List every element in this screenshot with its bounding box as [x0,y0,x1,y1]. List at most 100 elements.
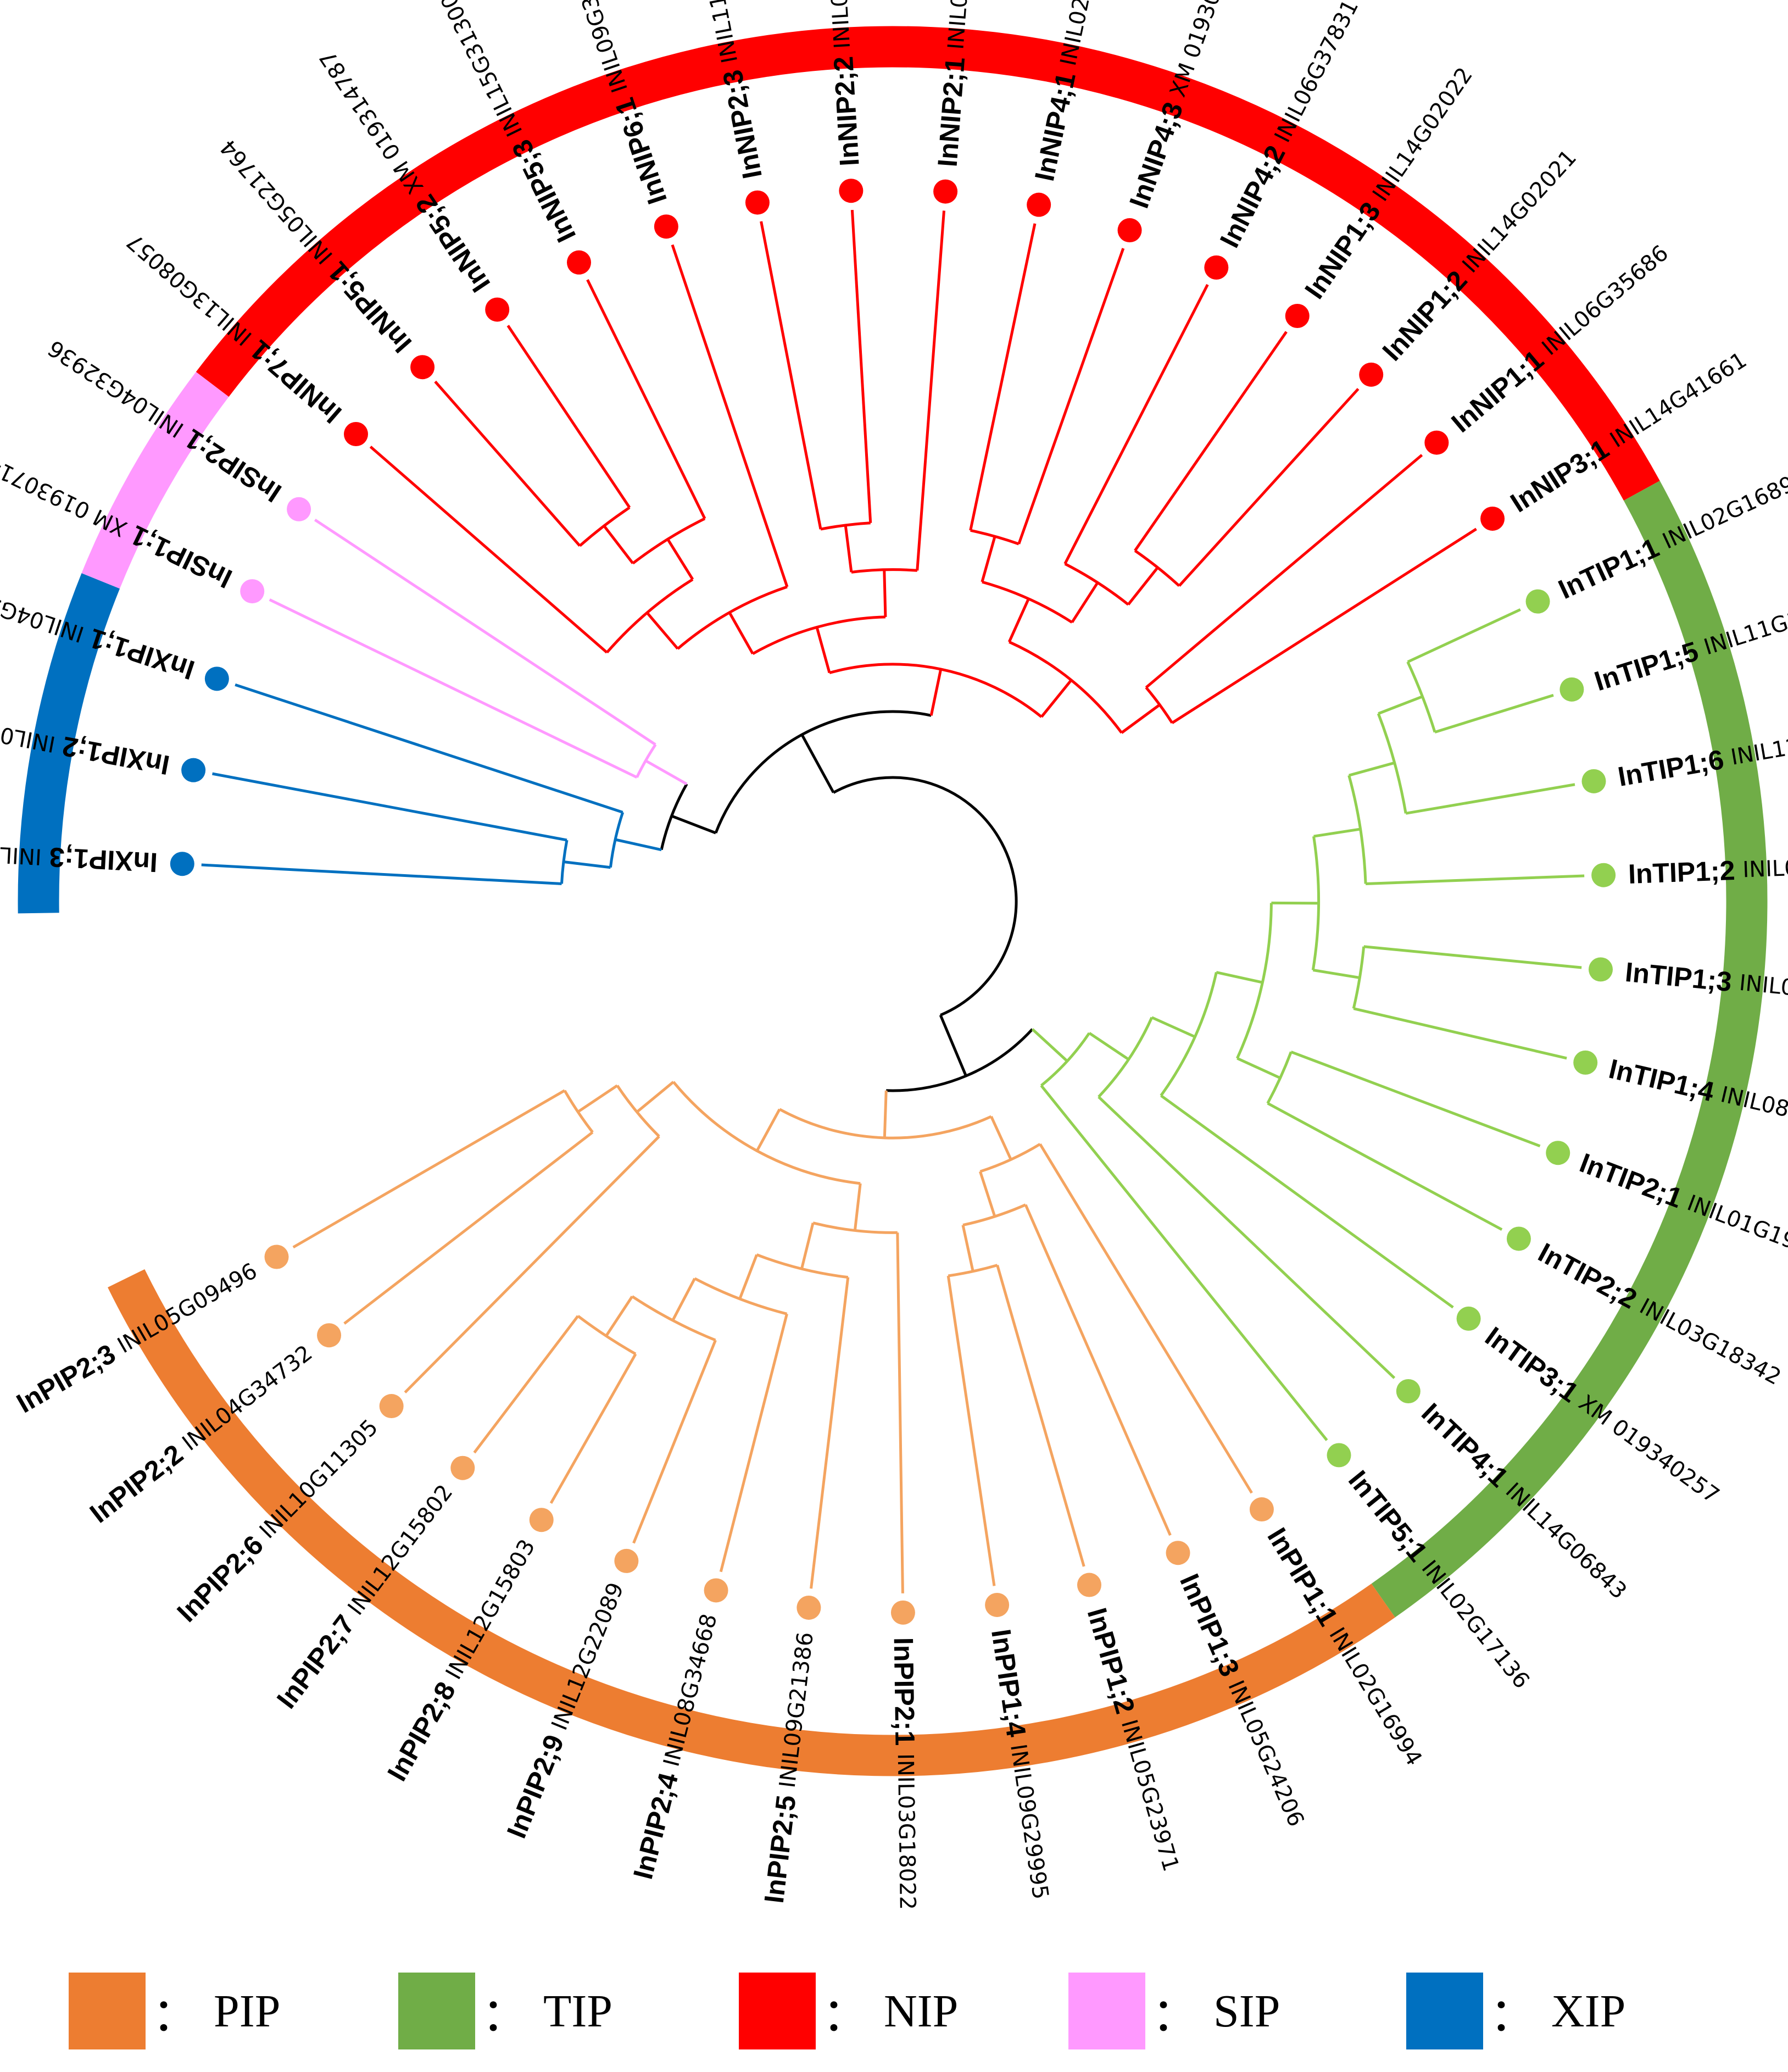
leaf-dot [379,1394,404,1419]
gene-name: InPIP1;4 [985,1627,1032,1739]
branch-arc [694,1277,788,1315]
branch-line [1353,1007,1567,1060]
branch-arc [1311,836,1320,970]
gene-name: InNIP5;2 [410,189,497,297]
leaf-dot [567,250,592,275]
branch-arc [1134,549,1180,587]
branch-arc [982,580,1073,624]
gene-name: InPIP2;9 [501,1730,570,1842]
branch-line [1031,1028,1068,1063]
branch-arc [1040,1032,1091,1087]
leaf-dot [933,179,958,204]
branch-line [434,380,581,547]
branch-arc [606,578,694,654]
gene-id: XM 019307143 [0,446,131,542]
legend-swatch-xip [1406,1973,1483,2049]
branch-line [883,1090,888,1138]
branch-arc [1347,775,1367,884]
branch-line [979,1171,996,1217]
gene-name: InPIP2;6 [171,1529,269,1627]
branch-line [269,598,638,779]
leaf-dot [1117,218,1142,243]
gene-name: InPIP2;2 [84,1438,188,1529]
gene-name: InNIP2;1 [932,56,971,168]
gene-name: InNIP7;1 [244,334,348,430]
gene-id: XM 019340257 [1574,1390,1724,1508]
branch-line [586,279,706,520]
ring-segment-pip [108,1269,1395,1776]
branch-line [990,1115,1012,1160]
branch-line [1039,1143,1253,1494]
branch-line [844,525,853,573]
gene-id: INIL03G18022 [893,1753,920,1910]
leaf-dot [614,1548,639,1573]
leaf-dot [745,190,770,215]
branch-arc [1009,641,1123,734]
branch-line [549,1353,637,1504]
gene-id: INIL14G06843 [1501,1478,1631,1604]
branch-line [719,1313,788,1573]
ring-segment-tip [1371,481,1768,1618]
branch-line [850,210,872,523]
branch-line [343,1131,594,1325]
gene-name: InPIP1;3 [1174,1569,1245,1681]
gene-name: InTIP1;1 [1554,532,1664,605]
gene-name: InSIP2;1 [179,423,287,508]
leaf-label: InNIP2;2INIL00G18375 [818,0,865,167]
leaf-dot [343,422,368,447]
branch-line [671,244,789,587]
branch-arc [1406,661,1436,733]
leaf-dot [240,579,265,604]
branch-line [577,1084,619,1113]
branch-line [1145,454,1423,689]
tree-branches [201,210,1585,1593]
gene-name: InNIP4;2 [1214,141,1291,253]
leaf-dot [1077,1573,1101,1597]
branch-line [1405,783,1575,815]
branch-line [1236,1057,1281,1080]
leaf-dot [485,297,510,322]
leaf-dot [654,214,678,239]
gene-name: InNIP1;1 [1446,344,1550,438]
branch-line [755,1108,781,1152]
branch-arc [677,585,788,650]
branch-line [1098,1096,1396,1379]
branch-line [1151,1016,1196,1038]
leaf-label: InNIP2;3INIL11G18696 [686,0,768,181]
leaf-dot [1589,957,1613,982]
leaf-dot [1166,1541,1190,1565]
branch-line [1121,703,1161,734]
branch-arc [632,517,706,565]
branch-arc [812,1221,898,1234]
branch-arc [1266,1051,1293,1104]
branch-line [1007,598,1030,643]
ring-segment-xip [18,573,120,914]
branch-line [404,1135,660,1393]
leaf-dot [1396,1379,1421,1403]
leaf-dot [890,1600,915,1625]
gene-name: InNIP5;3 [506,135,582,247]
branch-arc [1145,686,1173,724]
legend-label-sip: SIP [1213,1985,1280,2037]
legend-separator: ： [1152,1990,1199,2041]
branch-arc [616,1085,660,1137]
gene-name: InNIP4;1 [1029,70,1082,184]
gene-id: INIL02G16891 [1659,465,1788,554]
branch-arc [970,529,1020,546]
gene-name: InTIP3;1 [1480,1321,1584,1408]
branch-arc [577,1315,637,1356]
branch-line [506,325,631,509]
gene-name: InXIP1;2 [60,731,172,781]
branch-arc [631,1295,716,1342]
leaf-dot [410,355,435,380]
branch-arc [1377,713,1407,814]
legend-label-xip: XIP [1551,1985,1626,2037]
leaf-dot [1456,1306,1481,1331]
branch-line [1017,248,1125,545]
legend-label-tip: TIP [543,1985,613,2037]
branch-line [1178,388,1360,587]
ring-segment-sip [81,371,229,589]
branch-line [1363,945,1582,969]
branch-arc [1160,972,1218,1097]
